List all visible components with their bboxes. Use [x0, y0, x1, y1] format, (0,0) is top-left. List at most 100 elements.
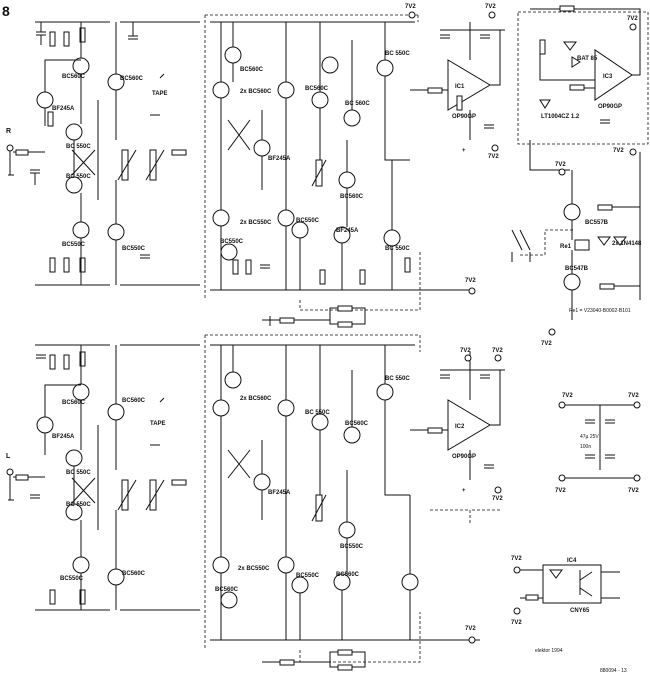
bottom-transistor-t26	[107, 403, 125, 421]
top-t3-type: BC 550C	[66, 144, 91, 150]
bottom-t24-type: BC 550C	[66, 502, 91, 508]
figure-number: 8	[2, 3, 10, 19]
bottom-input-wiring	[8, 475, 45, 501]
opto-resistor	[525, 594, 539, 601]
bottom-feedback-resistor	[279, 659, 295, 666]
bottom-transistor	[401, 573, 419, 591]
top-t13-type: BC560C	[305, 86, 329, 92]
top-t12-type: BC550C	[220, 239, 244, 245]
bottom-transistor-t28b	[277, 399, 295, 417]
top-t17-type: BC 550C	[385, 246, 410, 252]
top-capacitor	[128, 22, 138, 40]
top-t1-type: BC560C	[62, 74, 86, 80]
top-resistor	[49, 257, 56, 273]
ic3-neg-rail-terminal	[629, 148, 637, 156]
top-t18-type: BC550C	[296, 218, 320, 224]
bottom-resistor	[49, 354, 56, 370]
relay-footnote: Re1 = V23040-B0002-B101	[569, 308, 631, 314]
bottom-t31-type: BC560C	[215, 587, 239, 593]
top-transistor-t2	[36, 91, 54, 109]
top-capacitor	[36, 22, 46, 45]
top-potentiometer[interactable]	[121, 149, 129, 181]
top-dashed-return	[299, 252, 421, 311]
bottom-input-label: L	[6, 453, 11, 460]
top-t8-type: BC560C	[240, 67, 264, 73]
top-rail-label: 7V2	[485, 4, 496, 10]
top-feedback-wiring	[262, 307, 366, 325]
bottom-input-jack[interactable]	[6, 468, 14, 476]
bottom-transistor-t21	[72, 383, 90, 401]
top-resistor	[232, 259, 239, 275]
bottom-t33-type: BC550C	[296, 573, 320, 579]
bottom-t21-type: BC560C	[62, 400, 86, 406]
top-resistor	[49, 31, 56, 47]
top-dashed-boundary	[204, 14, 419, 300]
bottom-feedback-resistor	[337, 664, 353, 671]
bottom-diff-cross	[227, 449, 251, 479]
top-resistor	[171, 149, 187, 156]
bottom-resistor	[63, 354, 70, 370]
bottom-transistor-t30a	[212, 556, 230, 574]
relay-top-rail-terminal	[558, 168, 566, 176]
power-wiring	[565, 404, 634, 479]
top-transistor-t15	[376, 59, 394, 77]
top-left-wiring	[73, 22, 82, 285]
opamp-ic3	[594, 49, 633, 101]
ic3-type: OP90GP	[598, 104, 622, 110]
bottom-rail-label: 7V2	[492, 496, 503, 502]
opto-terminal	[513, 607, 521, 615]
top-resistor	[79, 257, 86, 273]
top-resistor	[47, 111, 54, 127]
power-cap-label: 47µ 25V	[580, 434, 599, 440]
top-transistor-t10	[253, 139, 271, 157]
bottom-potentiometer[interactable]	[121, 479, 129, 511]
bottom-lower-rail-label: 7V2	[465, 626, 476, 632]
top-diff-cross	[227, 119, 251, 151]
relay-diodes	[597, 236, 627, 246]
top-t14-type: BC 560C	[345, 101, 370, 107]
top-t7-type: BC550C	[122, 246, 146, 252]
control-dashed-box	[517, 11, 649, 145]
top-resistor	[63, 31, 70, 47]
top-diff-wiring	[220, 22, 287, 290]
bottom-resistor	[79, 351, 86, 367]
bottom-resistor	[79, 589, 86, 605]
top-t10-type: BF245A	[268, 156, 291, 162]
bottom-rail-terminal	[464, 354, 472, 362]
top-left-rails	[35, 21, 110, 286]
top-feedback-resistor	[337, 321, 353, 328]
top-transistor-t14	[343, 109, 361, 127]
bottom-rails	[35, 344, 480, 641]
bottom-potentiometer[interactable]	[149, 479, 157, 511]
t20-type: BC557B	[585, 220, 609, 226]
top-transistor-t3	[65, 123, 83, 141]
top-rail-label: 7V2	[405, 4, 416, 10]
figure-code: 880094 - 13	[600, 668, 627, 674]
top-output-terminal: +	[462, 148, 466, 154]
bottom-dashed-return	[299, 612, 421, 663]
top-transistor-t13	[311, 91, 329, 109]
control-resistor	[599, 283, 615, 290]
control-resistor	[597, 204, 613, 211]
bottom-t29-type: BF245A	[268, 490, 291, 496]
bottom-ic2-ref: IC2	[455, 424, 465, 430]
bottom-transistor-t32	[311, 413, 329, 431]
ic4-type: CNY65	[570, 608, 590, 614]
control-resistor	[559, 5, 575, 12]
top-t15-type: BC 550C	[385, 51, 410, 57]
bottom-diff-wiring	[220, 345, 287, 640]
top-channel: BC560C BF245A BC 550C BC 550C BC550C R B…	[6, 4, 505, 328]
bottom-rail-terminal	[494, 354, 502, 362]
top-input-jack[interactable]	[6, 144, 14, 152]
power-rail-label: 7V2	[628, 488, 639, 494]
relay-contacts[interactable]	[511, 229, 531, 262]
top-potentiometer[interactable]	[149, 149, 157, 181]
ic3-rail-terminal	[629, 23, 637, 31]
bottom-t27-type: BC560C	[122, 571, 146, 577]
ic3-rail-label: 7V2	[627, 16, 638, 22]
opto-terminal	[513, 566, 521, 574]
bottom-tape-label: TAPE	[150, 421, 166, 427]
top-capacitor	[260, 264, 270, 269]
bottom-transistor-t33	[291, 576, 309, 594]
top-transistor	[321, 56, 339, 74]
